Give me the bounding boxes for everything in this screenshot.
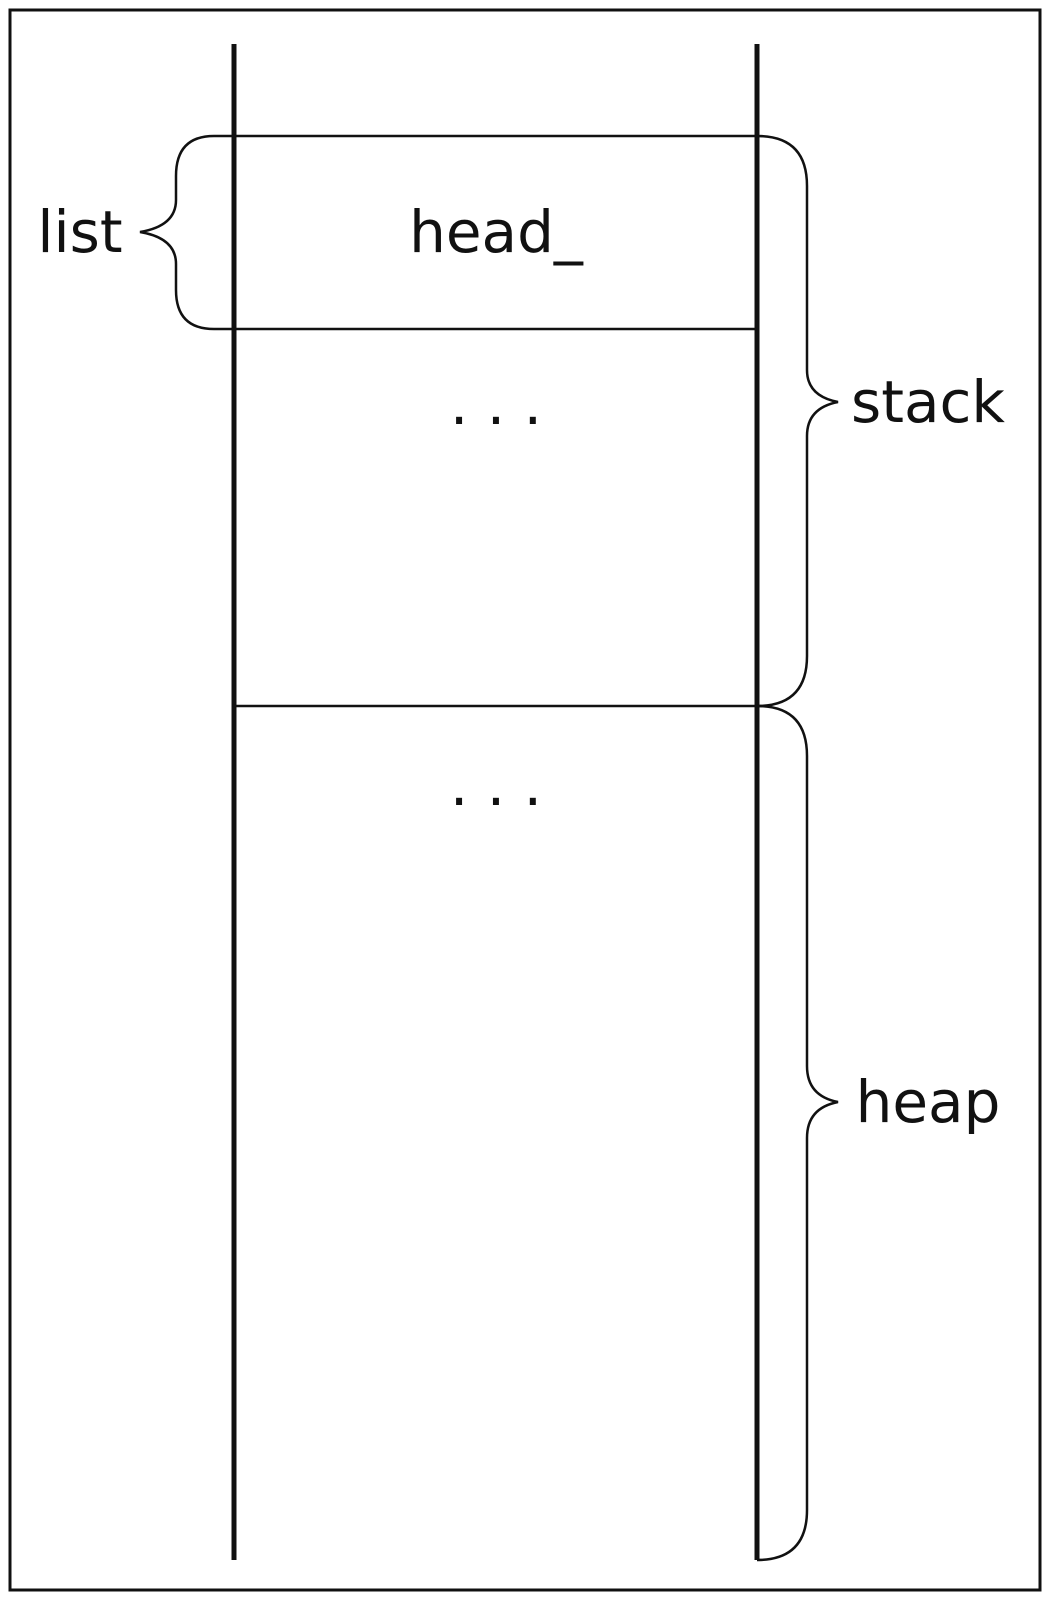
stack-label: stack: [851, 368, 1005, 436]
list-brace: [139, 134, 230, 331]
stack-ellipsis: . . .: [450, 370, 542, 438]
head-label: head_: [409, 198, 584, 266]
outer-frame: [8, 8, 1042, 1592]
heap-ellipsis: . . .: [450, 751, 542, 819]
heap-label: heap: [856, 1068, 1001, 1136]
stack-brace: [756, 134, 839, 708]
list-label: list: [37, 198, 122, 266]
heap-brace: [756, 704, 839, 1562]
